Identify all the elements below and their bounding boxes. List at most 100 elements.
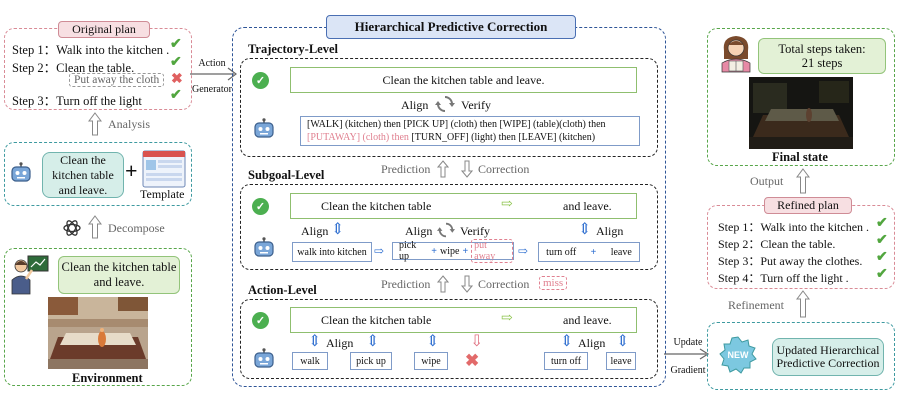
updated-hpc-panel (707, 322, 895, 390)
original-step-2: Step 2：Clean the table. (12, 61, 135, 75)
cross-icon: ✖ (171, 72, 183, 87)
action-goal-part1: Clean the kitchen table (321, 313, 432, 327)
subgoal-goal: Clean the kitchen table ⇨ and leave. (290, 193, 637, 219)
subgoal-pickup-wipe-group: pick up + wipe + put away (392, 239, 514, 263)
up-arrow-icon (796, 290, 810, 323)
final-state-label: Final state (772, 150, 828, 164)
robot-icon (252, 237, 276, 261)
original-step-3: Step 3：Turn off the light (12, 94, 142, 108)
updated-hpc-card: Updated Hierarchical Predictive Correcti… (772, 338, 884, 376)
openai-icon (62, 218, 82, 243)
subgoal-align-mid: Align (405, 224, 433, 238)
double-arrow-icon: ⇕ (308, 333, 322, 350)
original-step-1: Step 1：Walk into the kitchen . (12, 43, 170, 57)
original-step-removed: Put away the cloth (69, 73, 165, 87)
up-arrow-icon (436, 160, 450, 183)
refined-step-1: Step 1：Walk into the kitchen . (718, 220, 870, 234)
check-icon: ✔ (170, 37, 182, 52)
trajectory-plan-line-1: [WALK] (kitchen) then [PICK UP] (cloth) … (307, 119, 606, 130)
subgoal-verify: Verify (460, 224, 490, 238)
right-arrow-icon: ⇨ (501, 197, 513, 212)
correction-label: Correction (478, 162, 530, 176)
action-goal: Clean the kitchen table ⇨ and leave. (290, 307, 637, 333)
refined-step-2: Step 2：Clean the table. (718, 237, 836, 251)
trajectory-panel (240, 58, 658, 157)
check-icon: ✔ (876, 250, 888, 265)
girl-with-book-icon (716, 33, 756, 78)
template-label: Template (140, 187, 185, 201)
right-arrow-icon (664, 346, 710, 367)
double-arrow-icon: ⇕ (426, 333, 440, 350)
action-generator-label: Action Generator (192, 58, 232, 95)
new-badge-text: NEW (727, 350, 749, 360)
double-arrow-icon: ⇕ (560, 333, 574, 350)
action-align-right: Align (578, 336, 606, 350)
action-level-label: Action-Level (248, 283, 317, 297)
check-circle-icon: ✓ (252, 72, 269, 89)
check-icon: ✔ (876, 267, 888, 282)
prediction-label: Prediction (381, 162, 431, 176)
cross-icon: ✖ (465, 351, 480, 370)
cycle-icon (434, 94, 456, 119)
action-walk: walk (292, 352, 328, 370)
trajectory-verify: Verify (461, 98, 491, 112)
check-icon: ✔ (876, 233, 888, 248)
final-state-panel (707, 28, 895, 166)
subgoal-goal-part2: and leave. (563, 199, 612, 213)
final-state-image (749, 77, 853, 149)
environment-panel (4, 248, 192, 386)
trajectory-align: Align (401, 98, 429, 112)
double-arrow-icon: ⇕ (366, 333, 380, 350)
cycle-icon (436, 221, 456, 244)
subgoal-turnoff-leave-group: turn off + leave (538, 242, 640, 262)
check-icon: ✔ (170, 88, 182, 103)
right-arrow-icon: ⇨ (501, 311, 513, 326)
check-icon: ✔ (170, 55, 182, 70)
prediction-label: Prediction (381, 277, 431, 291)
action-pick-up: pick up (350, 352, 392, 370)
right-arrow-icon: ⇨ (518, 244, 529, 258)
refined-step-4: Step 4：Turn off the light . (718, 271, 849, 285)
up-arrow-icon (88, 215, 102, 244)
trajectory-goal: Clean the kitchen table and leave. (290, 67, 637, 93)
action-turn-off: turn off (544, 352, 588, 370)
environment-image (48, 297, 148, 369)
correction-label: Correction (478, 277, 530, 291)
check-icon: ✔ (876, 216, 888, 231)
down-arrow-icon (460, 275, 474, 298)
new-badge-icon (719, 336, 757, 374)
action-align-left: Align (326, 336, 354, 350)
task-template-panel (4, 142, 192, 206)
plus-icon: + (125, 158, 138, 183)
decompose-label: Decompose (108, 221, 165, 235)
subgoal-align-right: Align (596, 224, 624, 238)
down-arrow-icon (460, 160, 474, 183)
action-goal-part2: and leave. (563, 313, 612, 327)
action-panel (240, 299, 658, 379)
refined-plan-title: Refined plan (764, 197, 852, 214)
trajectory-plan-line-2: [PUTAWAY] (cloth) then [TURN_OFF] (light… (307, 132, 596, 143)
right-arrow-icon (190, 64, 238, 89)
up-arrow-icon (796, 168, 810, 199)
subgoal-goal-part1: Clean the kitchen table (321, 199, 432, 213)
environment-task-card: Clean the kitchen table and leave. (58, 256, 180, 294)
trajectory-level-label: Trajectory-Level (248, 42, 338, 56)
subgoal-level-label: Subgoal-Level (248, 168, 325, 182)
total-steps-card: Total steps taken: 21 steps (758, 38, 886, 74)
robot-icon (252, 348, 276, 372)
miss-badge: miss (539, 276, 568, 290)
update-gradient-label: Update Gradient (670, 337, 706, 376)
double-arrow-icon: ⇕ (616, 333, 630, 350)
original-plan-title: Original plan (58, 21, 150, 38)
analysis-label: Analysis (108, 117, 150, 131)
up-arrow-icon (436, 275, 450, 298)
teacher-icon (10, 254, 50, 301)
refined-step-3: Step 3：Put away the clothes. (718, 254, 863, 268)
action-leave: leave (606, 352, 636, 370)
check-circle-icon: ✓ (252, 198, 269, 215)
down-arrow-icon: ⇩ (470, 333, 484, 350)
subgoal-align-left: Align (301, 224, 329, 238)
double-arrow-icon: ⇕ (578, 221, 592, 238)
hpc-title: Hierarchical Predictive Correction (326, 15, 576, 39)
robot-icon (252, 118, 276, 142)
